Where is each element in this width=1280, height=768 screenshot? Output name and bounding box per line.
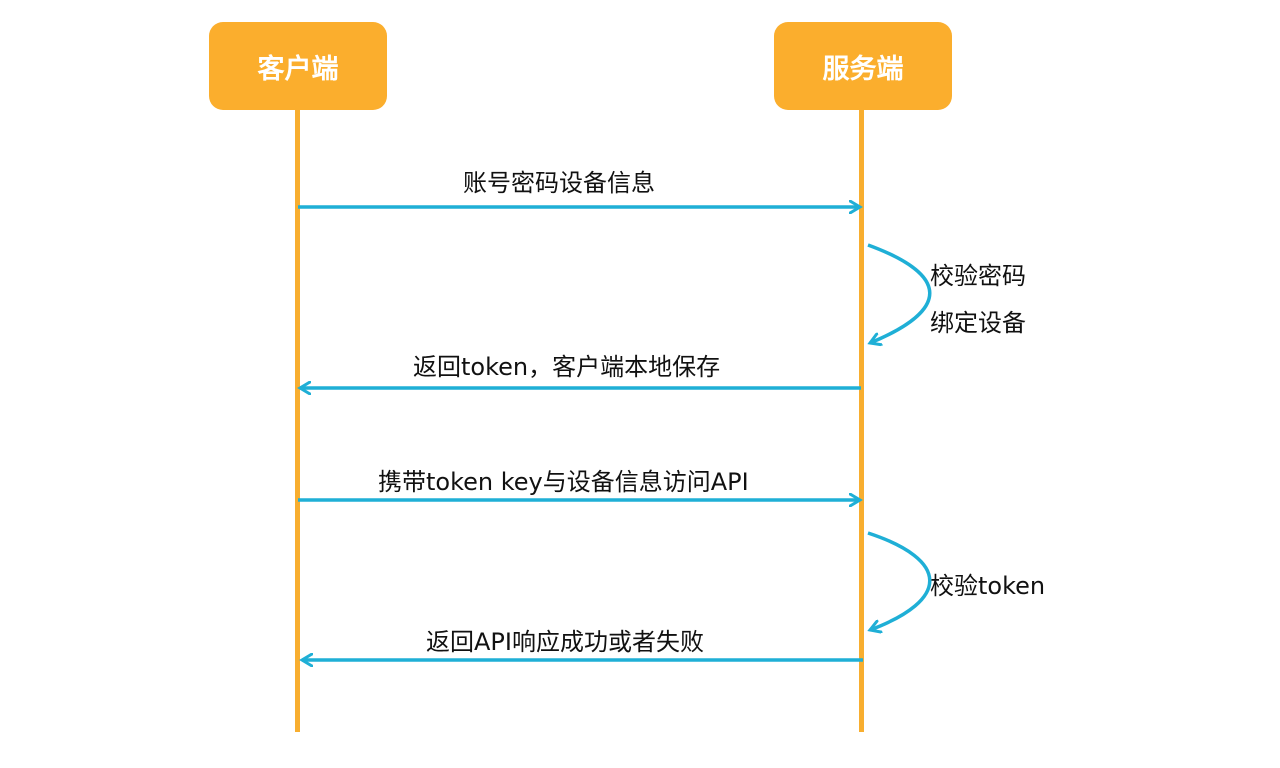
message-label-6: 返回API响应成功或者失败: [426, 628, 704, 656]
self-label-2a: 校验密码: [930, 262, 1026, 290]
message-label-1: 账号密码设备信息: [463, 169, 655, 197]
client-lifeline: [295, 110, 300, 732]
message-label-3: 返回token，客户端本地保存: [413, 353, 721, 381]
server-lifeline: [859, 110, 864, 732]
self-arrow-5: [868, 531, 932, 630]
self-label-2b: 绑定设备: [930, 309, 1026, 337]
actor-server-label: 服务端: [822, 53, 904, 85]
actor-client: 客户端: [209, 22, 387, 110]
self-label-5: 校验token: [930, 572, 1046, 600]
message-label-4: 携带token key与设备信息访问API: [378, 468, 749, 496]
actor-server: 服务端: [774, 22, 952, 110]
actor-client-label: 客户端: [257, 53, 339, 85]
self-arrow-2: [868, 243, 932, 343]
